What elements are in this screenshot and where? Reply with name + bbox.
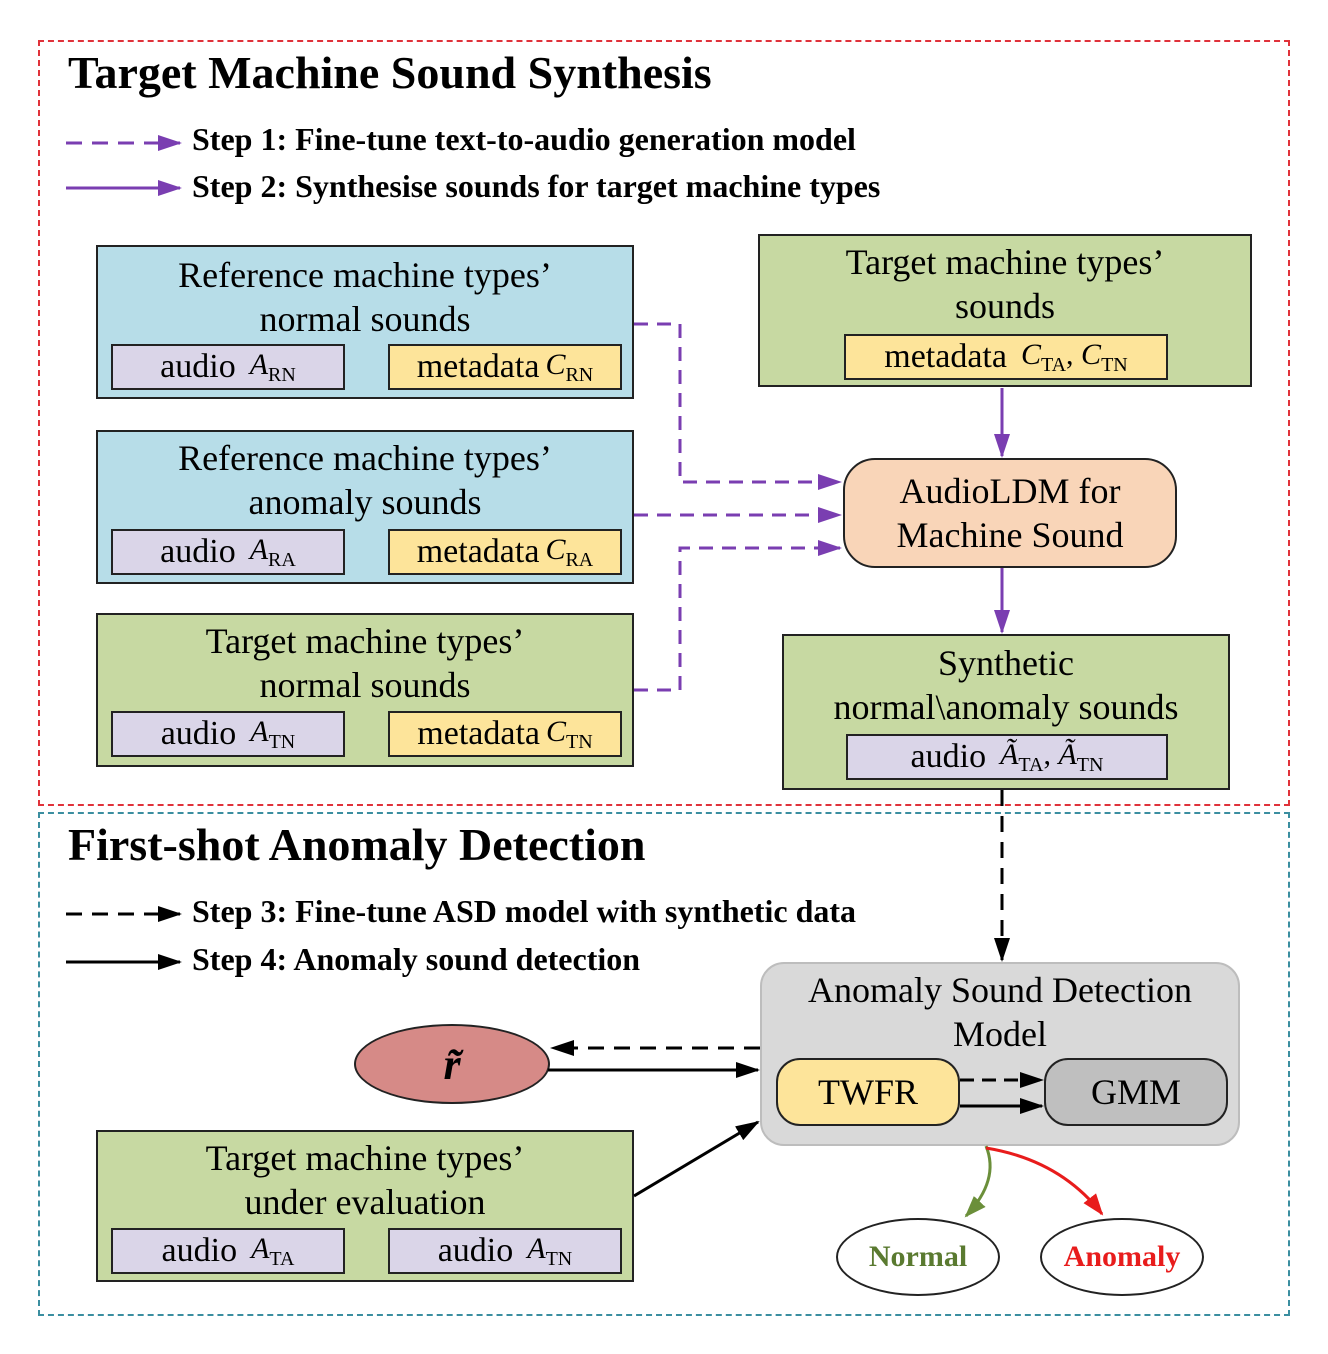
synthesis-frame bbox=[38, 40, 1290, 806]
legend-step1: Step 1: Fine-tune text-to-audio generati… bbox=[192, 121, 856, 157]
reference-anomaly-box: Reference machine types’ anomaly sounds … bbox=[96, 430, 634, 584]
reference-normal-box: Reference machine types’ normal sounds a… bbox=[96, 245, 634, 399]
target-sounds-box: Target machine types’ sounds metadata CT… bbox=[758, 234, 1252, 387]
twfr-node: TWFR bbox=[776, 1058, 960, 1126]
r-tilde-node: r̃ bbox=[354, 1024, 550, 1104]
legend-step3: Step 3: Fine-tune ASD model with synthet… bbox=[192, 893, 857, 929]
reference-anomaly-title: Reference machine types’ anomaly sounds bbox=[178, 438, 552, 522]
reference-normal-audio: audio ARN bbox=[111, 344, 345, 390]
reference-normal-metadata: metadata CRN bbox=[388, 344, 622, 390]
arrow-ref-normal-to-audioldm bbox=[634, 322, 842, 490]
target-normal-metadata: metadata CTN bbox=[388, 711, 622, 757]
target-sounds-title: Target machine types’ sounds bbox=[845, 242, 1165, 326]
synthetic-audio: audio ÃTA, ÃTN bbox=[846, 734, 1168, 780]
legend-step4: Step 4: Anomaly sound detection bbox=[192, 941, 641, 977]
detection-frame bbox=[38, 812, 1290, 1316]
anomaly-outcome: Anomaly bbox=[1040, 1218, 1204, 1296]
synthetic-sounds-box: Synthetic normal\anomaly sounds audio ÃT… bbox=[782, 634, 1230, 790]
detection-title: First-shot Anomaly Detection bbox=[68, 819, 646, 870]
evaluation-title: Target machine types’ under evaluation bbox=[205, 1138, 525, 1222]
arrow-eval-to-asd bbox=[633, 1120, 760, 1198]
asd-model: Anomaly Sound Detection Model TWFR GMM bbox=[760, 962, 1240, 1146]
target-normal-title: Target machine types’ normal sounds bbox=[205, 621, 525, 705]
target-normal-box: Target machine types’ normal sounds audi… bbox=[96, 613, 634, 767]
evaluation-audio-ta: audio ATA bbox=[111, 1228, 345, 1274]
target-sounds-metadata: metadata CTA, CTN bbox=[844, 334, 1168, 380]
evaluation-audio-tn: audio ATN bbox=[388, 1228, 622, 1274]
target-normal-audio: audio ATN bbox=[111, 711, 345, 757]
audioldm-node: AudioLDM for Machine Sound bbox=[843, 458, 1177, 568]
reference-anomaly-audio: audio ARA bbox=[111, 529, 345, 575]
reference-anomaly-metadata: metadata CRA bbox=[388, 529, 622, 575]
legend-step2: Step 2: Synthesise sounds for target mac… bbox=[192, 168, 881, 204]
synthetic-sounds-title: Synthetic normal\anomaly sounds bbox=[833, 643, 1179, 727]
evaluation-box: Target machine types’ under evaluation a… bbox=[96, 1130, 634, 1282]
normal-outcome: Normal bbox=[836, 1218, 1000, 1296]
arrow-to-normal bbox=[964, 1145, 992, 1218]
arrow-tgt-normal-to-audioldm bbox=[634, 540, 842, 692]
gmm-node: GMM bbox=[1044, 1058, 1228, 1126]
arrow-to-anomaly bbox=[985, 1146, 1104, 1216]
synthesis-title: Target Machine Sound Synthesis bbox=[68, 47, 712, 98]
reference-normal-title: Reference machine types’ normal sounds bbox=[178, 255, 552, 339]
asd-model-title: Anomaly Sound Detection Model bbox=[808, 970, 1192, 1054]
